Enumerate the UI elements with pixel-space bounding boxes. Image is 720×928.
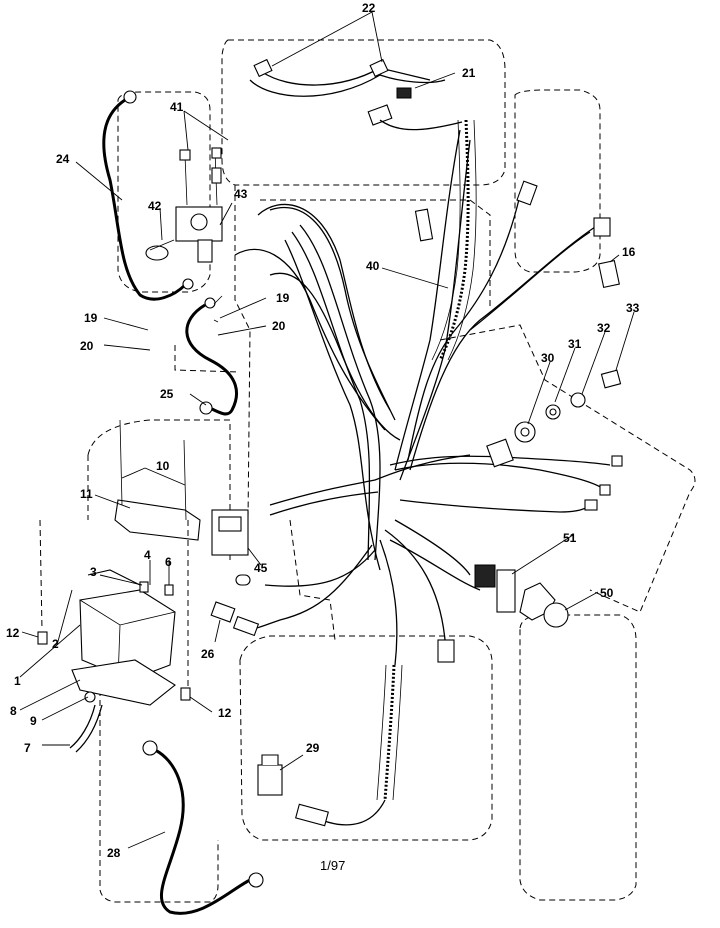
dash-panel-outline (174, 345, 241, 373)
callout-9: 9 (30, 714, 37, 728)
misc-parts (210, 180, 623, 827)
callout-33: 33 (626, 301, 640, 315)
cable-25 (185, 303, 239, 416)
callout-43: 43 (234, 187, 248, 201)
callout-42: 42 (148, 199, 162, 213)
callout-19-left: 19 (84, 311, 98, 325)
callout-32: 32 (597, 321, 611, 335)
callout-7: 7 (24, 741, 31, 755)
callout-24: 24 (56, 152, 70, 166)
headlight-wiring (249, 58, 463, 131)
harness-plug-top (367, 104, 393, 126)
callout-4: 4 (144, 548, 151, 562)
frame-center-outline (260, 199, 491, 310)
callout-25: 25 (160, 387, 174, 401)
callout-40: 40 (366, 259, 380, 273)
battery-assembly (37, 419, 201, 753)
callout-12-right: 12 (218, 706, 232, 720)
callout-8: 8 (10, 704, 17, 718)
callout-16: 16 (622, 245, 636, 259)
coiled-harness-40 (431, 119, 477, 361)
callout-50: 50 (600, 586, 614, 600)
headlight-bulb-left (253, 58, 273, 78)
diode-33 (600, 369, 622, 389)
tractor-outline (87, 39, 696, 903)
vent-tube-7 (69, 704, 103, 753)
seat-switch-29 (257, 764, 283, 796)
callout-45: 45 (254, 561, 268, 575)
headlight-connector (396, 87, 412, 99)
rear-right-wheel-outline (519, 614, 637, 901)
callout-20-left: 20 (80, 339, 94, 353)
callout-41: 41 (170, 100, 184, 114)
right-fender-outline (439, 324, 696, 613)
right-front-wheel-outline (514, 89, 601, 273)
ignition-switch-assembly (145, 147, 223, 263)
battery-tray-outline (87, 419, 231, 560)
callout-1: 1 (14, 674, 21, 688)
callout-10: 10 (156, 459, 170, 473)
callout-51: 51 (563, 531, 577, 545)
callout-30: 30 (541, 351, 555, 365)
hood-outline (221, 39, 506, 186)
callout-11: 11 (80, 487, 93, 501)
cable-24 (102, 98, 187, 301)
washer-9 (84, 691, 96, 703)
callout-26: 26 (201, 647, 215, 661)
callout-19-right: 19 (276, 291, 290, 305)
callout-2: 2 (52, 637, 59, 651)
callout-labels: 22 21 41 24 42 43 40 16 19 20 19 20 25 3… (6, 1, 640, 873)
seat-area-outline (239, 635, 493, 841)
leader-lines (19, 11, 635, 849)
frame-left-outline (234, 185, 251, 521)
callout-21: 21 (462, 66, 476, 80)
washer-32 (570, 392, 586, 408)
callout-31: 31 (568, 337, 582, 351)
connector-51 (496, 569, 516, 613)
fuse-holder-16 (598, 259, 620, 289)
callout-6: 6 (165, 555, 172, 569)
date-code: 1/97 (320, 858, 345, 873)
coiled-harness-lower (309, 664, 403, 826)
cable-28 (154, 748, 251, 915)
callout-29: 29 (306, 741, 320, 755)
headlight-bulb-right (369, 58, 389, 78)
callout-20-right: 20 (272, 319, 286, 333)
callout-12-left: 12 (6, 626, 20, 640)
rear-left-wheel-outline (99, 640, 219, 903)
nut-12-right (180, 687, 191, 701)
nut-12-left (37, 631, 48, 645)
left-front-wheel-outline (117, 91, 211, 293)
key-42 (145, 245, 169, 261)
battery-tray-8 (71, 659, 176, 706)
callout-3: 3 (90, 565, 97, 579)
callout-28: 28 (107, 846, 121, 860)
main-harness (234, 129, 611, 666)
battery-hold-down-11 (114, 499, 201, 541)
relay-26 (210, 601, 236, 623)
rear-axle-outline (289, 519, 336, 641)
callout-22: 22 (362, 1, 376, 15)
battery-cables (102, 90, 264, 915)
